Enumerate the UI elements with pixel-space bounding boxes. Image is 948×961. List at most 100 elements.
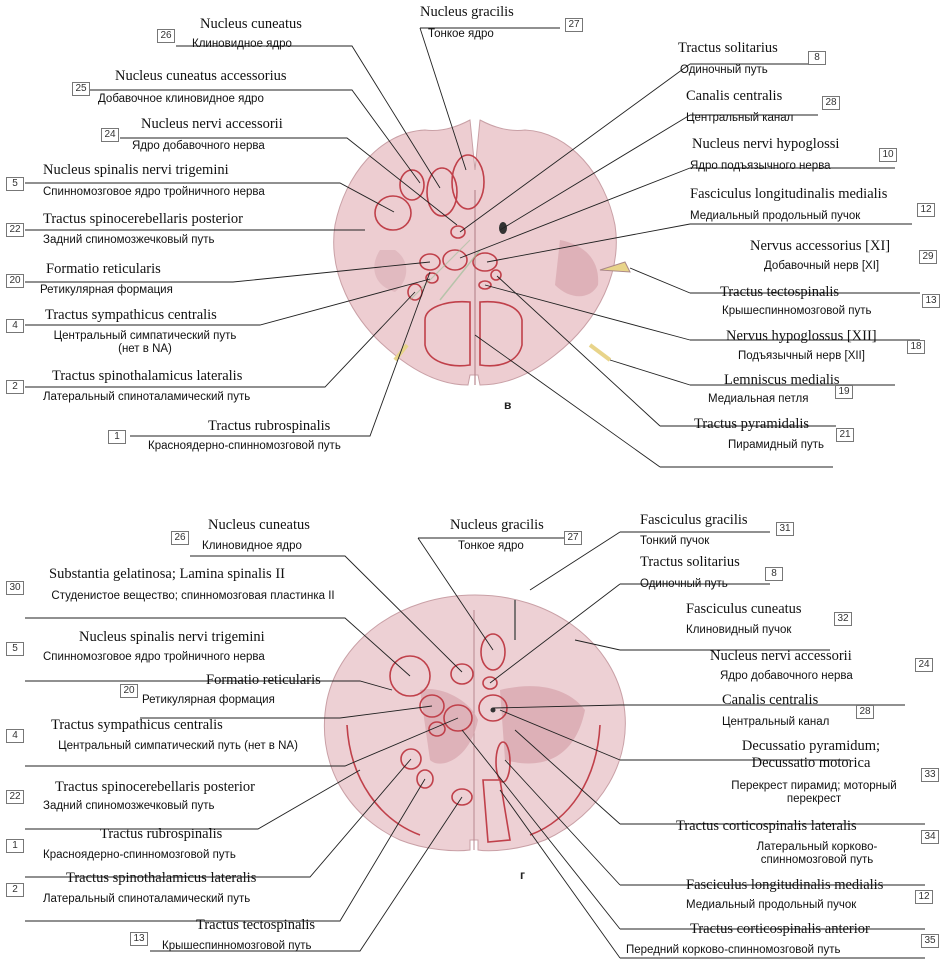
label-num: 4 <box>6 319 24 333</box>
label-latin: Nucleus cuneatus <box>200 16 302 33</box>
label-russian: Клиновидный пучок <box>686 624 791 637</box>
label-russian: Медиальный продольный пучок <box>690 210 860 223</box>
label-num: 13 <box>130 932 148 946</box>
label-latin: Formatio reticularis <box>206 672 321 689</box>
label-num: 12 <box>915 890 933 904</box>
label-latin: Formatio reticularis <box>46 261 161 278</box>
label-num: 5 <box>6 177 24 191</box>
label-russian: Красноядерно-спинномозговой путь <box>148 440 341 453</box>
label-num: 18 <box>907 340 925 354</box>
label-latin: Fasciculus longitudinalis medialis <box>690 186 887 203</box>
label-latin: Fasciculus gracilis <box>640 512 748 529</box>
label-latin: Fasciculus longitudinalis medialis <box>686 877 883 894</box>
label-russian: Спинномозговое ядро тройничного нерва <box>43 186 265 199</box>
label-num: 2 <box>6 883 24 897</box>
label-num: 29 <box>919 250 937 264</box>
label-latin: Nucleus gracilis <box>450 517 544 534</box>
label-latin: Canalis centralis <box>722 692 818 709</box>
label-russian: Передний корково-спинномозговой путь <box>626 944 841 957</box>
label-num: 35 <box>921 934 939 948</box>
label-num: 28 <box>822 96 840 110</box>
label-russian: Латеральный корково-спинномозговой путь <box>722 841 912 867</box>
label-num: 21 <box>836 428 854 442</box>
label-russian: Тонкий пучок <box>640 535 709 548</box>
label-latin: Tractus pyramidalis <box>694 416 809 433</box>
label-russian: Задний спиномозжечковый путь <box>43 800 215 813</box>
label-latin: Fasciculus cuneatus <box>686 601 802 618</box>
section-g-medulla <box>324 595 625 851</box>
label-russian: Пирамидный путь <box>728 439 824 452</box>
label-latin: Nucleus nervi accessorii <box>141 116 283 133</box>
label-latin: Substantia gelatinosa; Lamina spinalis I… <box>49 566 285 583</box>
label-russian: Ретикулярная формация <box>40 284 173 297</box>
label-russian: Ретикулярная формация <box>142 694 275 707</box>
label-num: 24 <box>915 658 933 672</box>
label-latin: Nucleus cuneatus accessorius <box>115 68 287 85</box>
label-russian: Центральный симпатический путь (нет в NA… <box>43 740 313 753</box>
label-num: 28 <box>856 705 874 719</box>
label-num: 24 <box>101 128 119 142</box>
label-num: 33 <box>921 768 939 782</box>
label-russian: Медиальный продольный пучок <box>686 899 856 912</box>
label-latin: Nucleus spinalis nervi trigemini <box>79 629 265 646</box>
label-russian: Добавочный нерв [XI] <box>764 260 879 273</box>
label-latin: Tractus sympathicus centralis <box>51 717 223 734</box>
section-letter-b: в <box>504 398 511 412</box>
label-latin: Tractus solitarius <box>678 40 778 57</box>
label-latin: Lemniscus medialis <box>724 372 840 389</box>
label-russian: Латеральный спиноталамический путь <box>43 391 250 404</box>
label-latin: Tractus solitarius <box>640 554 740 571</box>
label-russian: Ядро добавочного нерва <box>132 140 265 153</box>
label-latin: Tractus corticospinalis lateralis <box>676 818 857 835</box>
label-num: 8 <box>808 51 826 65</box>
label-num: 25 <box>72 82 90 96</box>
label-num: 27 <box>565 18 583 32</box>
label-russian: Тонкое ядро <box>428 28 494 41</box>
label-russian: Красноядерно-спинномозговой путь <box>43 849 236 862</box>
section-letter-g: г <box>520 868 525 882</box>
label-latin: Tractus rubrospinalis <box>100 826 222 843</box>
label-num: 30 <box>6 581 24 595</box>
label-russian: Одиночный путь <box>680 64 768 77</box>
label-russian: Перекрест пирамид; моторный перекрест <box>714 780 914 806</box>
label-russian: Ядро добавочного нерва <box>720 670 853 683</box>
label-num: 26 <box>157 29 175 43</box>
label-num: 20 <box>120 684 138 698</box>
label-num: 10 <box>879 148 897 162</box>
label-latin: Nucleus nervi hypoglossi <box>692 136 839 153</box>
label-latin: Tractus rubrospinalis <box>208 418 330 435</box>
label-num: 13 <box>922 294 940 308</box>
label-num: 32 <box>834 612 852 626</box>
label-latin: Tractus corticospinalis anterior <box>690 921 870 938</box>
label-latin: Tractus tectospinalis <box>196 917 315 934</box>
label-russian: Центральный канал <box>686 112 793 125</box>
label-num: 27 <box>564 531 582 545</box>
label-russian: Ядро подъязычного нерва <box>690 160 831 173</box>
label-num: 1 <box>6 839 24 853</box>
label-num: 5 <box>6 642 24 656</box>
label-num: 2 <box>6 380 24 394</box>
label-russian: Латеральный спиноталамический путь <box>43 893 250 906</box>
label-russian: Студенистое вещество; спинномозговая пла… <box>43 590 343 603</box>
section-b-medulla <box>334 120 630 385</box>
label-num: 26 <box>171 531 189 545</box>
label-latin: Canalis centralis <box>686 88 782 105</box>
label-russian: Клиновидное ядро <box>202 540 302 553</box>
label-russian: Подъязычный нерв [XII] <box>738 350 865 363</box>
label-russian: Крышеспинномозговой путь <box>722 305 872 318</box>
label-russian: Центральный симпатический путь (нет в NA… <box>45 330 245 356</box>
label-russian: Тонкое ядро <box>458 540 524 553</box>
label-num: 4 <box>6 729 24 743</box>
label-latin: Nervus hypoglossus [XII] <box>726 328 877 345</box>
label-latin: Tractus spinocerebellaris posterior <box>55 779 255 796</box>
label-russian: Центральный канал <box>722 716 829 729</box>
label-num: 34 <box>921 830 939 844</box>
label-num: 19 <box>835 385 853 399</box>
label-latin: Nucleus nervi accessorii <box>710 648 852 665</box>
label-latin: Nucleus cuneatus <box>208 517 310 534</box>
label-russian: Задний спиномозжечковый путь <box>43 234 215 247</box>
label-latin: Nucleus gracilis <box>420 4 514 21</box>
label-latin: Tractus sympathicus centralis <box>45 307 217 324</box>
label-latin: Nervus accessorius [XI] <box>750 238 890 255</box>
